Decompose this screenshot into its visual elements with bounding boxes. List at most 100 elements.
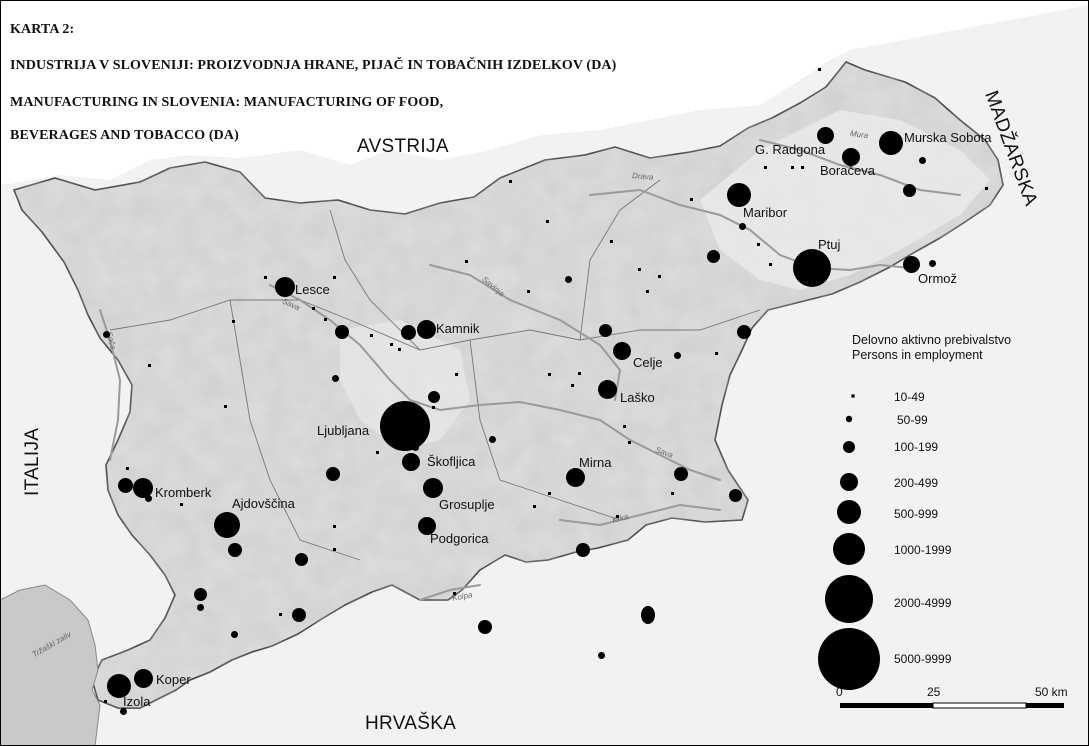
map-title-line-4: BEVERAGES AND TOBACCO (DA) bbox=[10, 128, 239, 143]
legend-class-1: 10-49 bbox=[894, 390, 925, 404]
marker-tiny-18 bbox=[324, 318, 327, 321]
marker-skofljica bbox=[402, 453, 420, 471]
city-label-ajdovscina: Ajdovščina bbox=[232, 496, 295, 511]
scale-bar bbox=[840, 702, 1064, 709]
lowland-central bbox=[340, 320, 470, 450]
legend-symbol-8 bbox=[818, 628, 880, 690]
city-label-grosuplje: Grosuplje bbox=[439, 497, 495, 512]
marker-boraceva bbox=[842, 148, 860, 166]
marker-lasko bbox=[598, 380, 617, 399]
marker-tiny-10 bbox=[638, 268, 641, 271]
legend-symbol-4 bbox=[840, 473, 858, 491]
scale-label-25: 25 bbox=[927, 685, 941, 699]
marker-ajdovscina bbox=[214, 512, 240, 538]
marker-celje-2 bbox=[599, 324, 612, 337]
adriatic-sea bbox=[0, 584, 101, 746]
city-label-kromberk: Kromberk bbox=[155, 485, 212, 500]
marker-small-6 bbox=[919, 157, 926, 164]
city-label-koper: Koper bbox=[156, 672, 191, 687]
scale-label-50: 50 km bbox=[1035, 685, 1068, 699]
marker-novo-mesto bbox=[576, 543, 590, 557]
marker-tiny-41 bbox=[333, 548, 336, 551]
city-label-ptuj: Ptuj bbox=[818, 237, 841, 252]
city-label-mirna: Mirna bbox=[579, 455, 612, 470]
legend-class-5: 500-999 bbox=[894, 507, 939, 521]
marker-tiny-42 bbox=[453, 592, 456, 595]
marker-tiny-20 bbox=[390, 343, 393, 346]
legend-class-6: 1000-1999 bbox=[894, 543, 952, 557]
marker-tiny-46 bbox=[757, 243, 760, 246]
marker-small-9 bbox=[197, 604, 204, 611]
marker-tiny-19 bbox=[232, 320, 235, 323]
marker-kamnik-2 bbox=[401, 325, 416, 340]
city-label-ormoz: Ormož bbox=[918, 271, 957, 286]
city-label-lasko: Laško bbox=[620, 390, 655, 405]
marker-small-1 bbox=[103, 331, 110, 338]
marker-tiny-13 bbox=[527, 290, 530, 293]
city-label-podgorica: Podgorica bbox=[430, 531, 489, 546]
marker-tiny-27 bbox=[571, 384, 574, 387]
legend-symbol-6 bbox=[833, 533, 865, 565]
city-label-kamnik: Kamnik bbox=[436, 321, 480, 336]
marker-tiny-21 bbox=[398, 348, 401, 351]
legend-class-2: 50-99 bbox=[897, 413, 928, 427]
marker-tiny-45 bbox=[769, 263, 772, 266]
marker-tiny-34 bbox=[126, 467, 129, 470]
country-label-italy: ITALIJA bbox=[22, 427, 43, 496]
marker-small-5 bbox=[674, 352, 681, 359]
marker-tiny-30 bbox=[432, 406, 435, 409]
marker-tiny-36 bbox=[548, 492, 551, 495]
legend-title-en: Persons in employment bbox=[852, 348, 983, 362]
legend-symbol-7 bbox=[825, 575, 873, 623]
marker-slovenska-bistrica bbox=[707, 250, 720, 263]
river-label-drava: Drava bbox=[631, 171, 654, 182]
marker-tiny-5 bbox=[985, 187, 988, 190]
marker-south-1 bbox=[292, 608, 306, 622]
marker-small-7 bbox=[739, 223, 746, 230]
marker-ljubljana bbox=[380, 401, 430, 451]
map-title-line-3: MANUFACTURING IN SLOVENIA: MANUFACTURING… bbox=[10, 95, 444, 110]
marker-tiny-8 bbox=[610, 240, 613, 243]
legend-symbol-1 bbox=[851, 394, 855, 398]
marker-kromberk bbox=[133, 478, 153, 498]
marker-podgorica bbox=[418, 517, 436, 535]
marker-celje bbox=[613, 342, 631, 360]
city-label-boraceva: Boračeva bbox=[820, 163, 875, 178]
marker-tiny-43 bbox=[279, 613, 282, 616]
marker-tiny-33 bbox=[376, 451, 379, 454]
legend-symbol-2 bbox=[845, 415, 853, 423]
marker-g-radgona bbox=[817, 127, 834, 144]
marker-tiny-25 bbox=[455, 373, 458, 376]
marker-maribor bbox=[727, 183, 751, 207]
legend-class-4: 200-499 bbox=[894, 476, 939, 490]
city-label-lesce: Lesce bbox=[295, 282, 330, 297]
marker-tiny-9 bbox=[509, 180, 512, 183]
marker-tiny-37 bbox=[533, 505, 536, 508]
scale-label-0: 0 bbox=[836, 685, 843, 699]
marker-tiny-11 bbox=[658, 275, 661, 278]
marker-lesce bbox=[275, 277, 295, 297]
marker-east-2 bbox=[674, 467, 688, 481]
marker-tiny-29 bbox=[715, 352, 718, 355]
marker-tiny-14 bbox=[465, 260, 468, 263]
map-title-line-2: INDUSTRIJA V SLOVENIJI: PROIZVODNJA HRAN… bbox=[10, 58, 617, 73]
marker-central-1 bbox=[326, 467, 340, 481]
marker-tiny-2 bbox=[791, 166, 794, 169]
city-label-maribor: Maribor bbox=[743, 205, 788, 220]
marker-south-4 bbox=[295, 553, 308, 566]
marker-small-14 bbox=[929, 260, 936, 267]
marker-tiny-3 bbox=[801, 166, 804, 169]
marker-koper bbox=[107, 674, 131, 698]
city-label-celje: Celje bbox=[633, 355, 663, 370]
marker-small-11 bbox=[120, 708, 127, 715]
marker-tiny-35 bbox=[180, 503, 183, 506]
country-label-austria: AVSTRIJA bbox=[357, 136, 449, 157]
marker-ljubljana-2 bbox=[428, 391, 440, 403]
city-label-ljubljana: Ljubljana bbox=[317, 423, 370, 438]
marker-small-8 bbox=[231, 631, 238, 638]
marker-grosuplje bbox=[423, 478, 443, 498]
marker-small-12 bbox=[145, 495, 152, 502]
marker-tiny-39 bbox=[616, 515, 619, 518]
marker-medvode bbox=[335, 325, 349, 339]
